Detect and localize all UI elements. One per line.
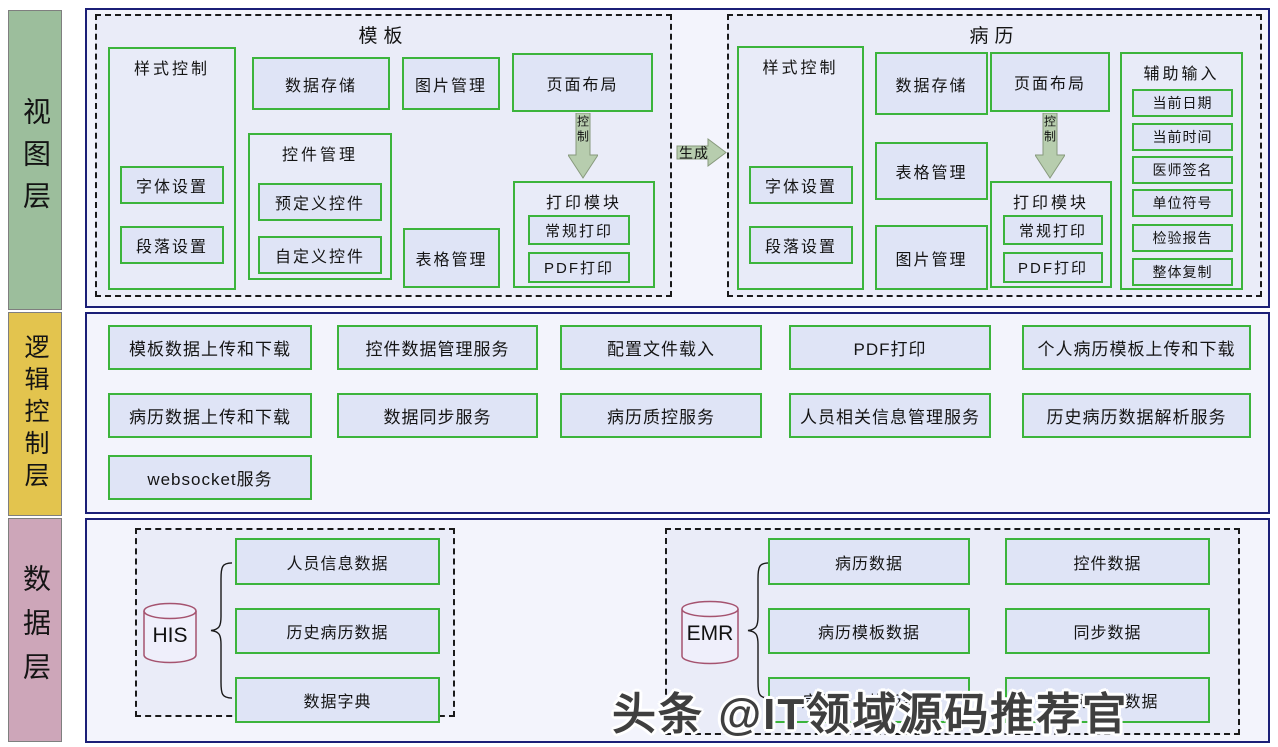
template-table-mgmt-box: 表格管理 (403, 228, 500, 288)
control-down-arrow-icon: 控制 (567, 112, 599, 179)
template-print-module-group: 打印模块 常规打印 PDF打印 (513, 181, 655, 288)
template-section-title: 模板 (358, 26, 409, 47)
data-layer-panel: HIS 人员信息数据 历史病历数据 数据字典 EMR (85, 518, 1270, 743)
template-predefined-control-box: 预定义控件 (258, 183, 382, 221)
record-table-mgmt-box: 表格管理 (875, 142, 988, 200)
record-aux-input-title: 辅助输入 (1143, 66, 1220, 83)
logic-personal-template-upload-download-box: 个人病历模板上传和下载 (1022, 325, 1251, 370)
record-image-mgmt-box: 图片管理 (875, 225, 988, 290)
template-font-settings-box: 字体设置 (120, 166, 224, 204)
record-print-module-group: 打印模块 常规打印 PDF打印 (990, 181, 1112, 288)
control-down-arrow-icon: 控制 (1034, 112, 1066, 179)
aux-whole-copy-box: 整体复制 (1132, 258, 1233, 286)
emr-brace-icon (745, 561, 771, 700)
logic-personnel-info-mgmt-box: 人员相关信息管理服务 (789, 393, 991, 438)
emr-personal-template-data-box: 病历个人模板数据 (768, 677, 970, 723)
logic-websocket-service-box: websocket服务 (108, 455, 312, 500)
logic-history-record-parse-box: 历史病历数据解析服务 (1022, 393, 1251, 438)
control-arrow-label: 控制 (1042, 115, 1057, 145)
record-normal-print-box: 常规打印 (1003, 215, 1103, 245)
template-data-storage-box: 数据存储 (252, 57, 390, 110)
logic-pdf-print-box: PDF打印 (789, 325, 991, 370)
aux-current-date-box: 当前日期 (1132, 89, 1233, 117)
layer-label-logic: 逻辑控制层 (8, 312, 62, 516)
his-data-dictionary-box: 数据字典 (235, 677, 440, 723)
record-section-title: 病历 (969, 26, 1020, 47)
his-section: HIS 人员信息数据 历史病历数据 数据字典 (135, 528, 455, 723)
template-image-mgmt-box: 图片管理 (402, 57, 500, 110)
emr-record-data-box: 病历数据 (768, 538, 970, 585)
template-section: 模板 样式控制 字体设置 段落设置 数据存储 图片管理 页面布局 控件管理 预定… (95, 14, 672, 297)
watermark: 头条 @IT领域源码推荐官 (612, 690, 1129, 739)
template-control-mgmt-title: 控件管理 (281, 147, 358, 164)
record-style-group-title: 样式控制 (762, 60, 839, 77)
control-arrow-label: 控制 (575, 115, 590, 145)
logic-record-upload-download-box: 病历数据上传和下载 (108, 393, 312, 438)
logic-template-upload-download-box: 模板数据上传和下载 (108, 325, 312, 370)
template-print-module-title: 打印模块 (545, 195, 622, 212)
logic-record-qc-box: 病历质控服务 (560, 393, 762, 438)
emr-sync-data-box: 同步数据 (1005, 608, 1210, 654)
emr-control-data-box: 控件数据 (1005, 538, 1210, 585)
record-paragraph-settings-box: 段落设置 (749, 226, 853, 264)
his-brace-icon (208, 561, 234, 700)
template-normal-print-box: 常规打印 (528, 215, 630, 245)
emr-database-icon: EMR (680, 600, 740, 666)
logic-data-sync-box: 数据同步服务 (337, 393, 538, 438)
generate-arrow-label: 生成 (679, 144, 709, 161)
his-database-label: HIS (152, 624, 188, 647)
template-page-layout-box: 页面布局 (512, 53, 653, 112)
template-custom-control-box: 自定义控件 (258, 236, 382, 274)
emr-record-template-data-box: 病历模板数据 (768, 608, 970, 654)
emr-record-qc-data-box: 病历质控数据 (1005, 677, 1210, 723)
view-layer-panel: 模板 样式控制 字体设置 段落设置 数据存储 图片管理 页面布局 控件管理 预定… (85, 8, 1270, 308)
record-font-settings-box: 字体设置 (749, 166, 853, 204)
layer-label-data: 数据层 (8, 518, 62, 742)
record-pdf-print-box: PDF打印 (1003, 252, 1103, 283)
record-page-layout-box: 页面布局 (990, 52, 1110, 112)
record-aux-input-group: 辅助输入 当前日期 当前时间 医师签名 单位符号 检验报告 整体复制 (1120, 52, 1243, 290)
logic-control-data-mgmt-box: 控件数据管理服务 (337, 325, 538, 370)
record-section: 病历 样式控制 字体设置 段落设置 数据存储 表格管理 图片管理 页面布局 打印… (727, 14, 1262, 297)
layer-label-view: 视图层 (8, 10, 62, 310)
logic-config-file-load-box: 配置文件载入 (560, 325, 762, 370)
his-personnel-info-data-box: 人员信息数据 (235, 538, 440, 585)
template-pdf-print-box: PDF打印 (528, 252, 630, 283)
his-database-icon: HIS (142, 602, 198, 664)
generate-arrow-icon: 生成 (676, 137, 728, 168)
emr-section: EMR 病历数据 病历模板数据 病历个人模板数据 控件数据 同步数据 病历质控数… (665, 528, 1240, 735)
template-style-group: 样式控制 字体设置 段落设置 (108, 47, 236, 290)
aux-doctor-signature-box: 医师签名 (1132, 156, 1233, 184)
aux-lab-report-box: 检验报告 (1132, 224, 1233, 252)
record-style-group: 样式控制 字体设置 段落设置 (737, 46, 864, 290)
his-history-record-data-box: 历史病历数据 (235, 608, 440, 654)
template-style-group-title: 样式控制 (133, 61, 210, 78)
logic-layer-panel: 模板数据上传和下载 控件数据管理服务 配置文件载入 PDF打印 个人病历模板上传… (85, 312, 1270, 514)
emr-database-label: EMR (686, 622, 734, 645)
template-control-mgmt-group: 控件管理 预定义控件 自定义控件 (248, 133, 392, 280)
record-data-storage-box: 数据存储 (875, 52, 988, 115)
record-print-module-title: 打印模块 (1012, 195, 1089, 212)
template-paragraph-settings-box: 段落设置 (120, 226, 224, 264)
aux-current-time-box: 当前时间 (1132, 123, 1233, 151)
aux-unit-symbol-box: 单位符号 (1132, 189, 1233, 217)
